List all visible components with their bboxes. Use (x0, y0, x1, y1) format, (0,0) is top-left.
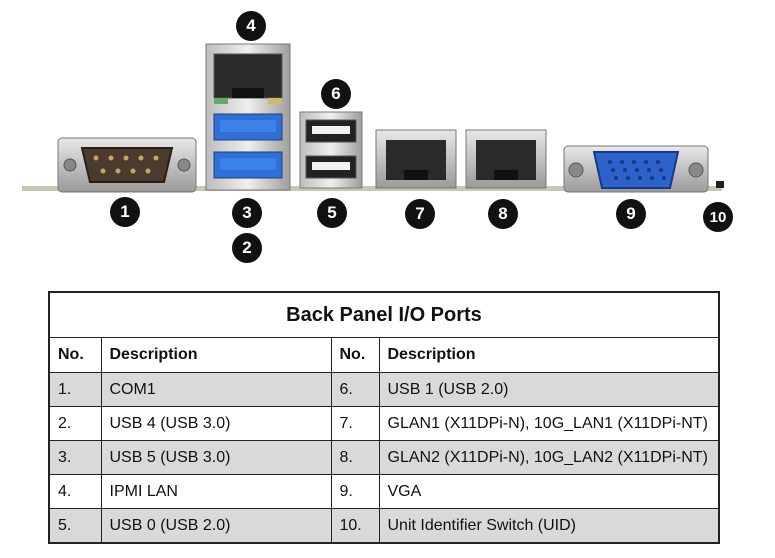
cell-description: USB 5 (USB 3.0) (100, 440, 332, 475)
callout-5: 5 (317, 198, 347, 228)
callout-2: 2 (232, 233, 262, 263)
ipmi-usb3-stack (205, 43, 291, 191)
cell-description: COM1 (100, 372, 332, 407)
cell-no: 2. (48, 406, 102, 441)
io-ports-table: Back Panel I/O Ports No. Description No.… (48, 291, 720, 544)
com1-port (57, 137, 197, 193)
cell-no: 1. (48, 372, 102, 407)
callout-1: 1 (110, 197, 140, 227)
callout-9: 9 (616, 199, 646, 229)
table-row: 2. USB 4 (USB 3.0) 7. GLAN1 (X11DPi-N), … (48, 406, 720, 441)
cell-no: 3. (48, 440, 102, 475)
vga-port (563, 145, 709, 193)
pcb-edge (22, 186, 722, 191)
cell-no: 10. (330, 508, 380, 544)
table-row: 1. COM1 6. USB 1 (USB 2.0) (48, 372, 720, 407)
table-row: 4. IPMI LAN 9. VGA (48, 474, 720, 509)
callout-8: 8 (488, 199, 518, 229)
cell-no: 9. (330, 474, 380, 509)
cell-description: IPMI LAN (100, 474, 332, 509)
cell-no: 8. (330, 440, 380, 475)
cell-description: GLAN1 (X11DPi-N), 10G_LAN1 (X11DPi-NT) (378, 406, 720, 441)
header-description-right: Description (378, 337, 720, 373)
uid-switch (716, 181, 724, 188)
header-no-left: No. (48, 337, 102, 373)
cell-description: Unit Identifier Switch (UID) (378, 508, 720, 544)
table-title: Back Panel I/O Ports (48, 291, 720, 338)
header-description-left: Description (100, 337, 332, 373)
cell-description: USB 0 (USB 2.0) (100, 508, 332, 544)
callout-10: 10 (703, 202, 733, 232)
cell-description: VGA (378, 474, 720, 509)
cell-description: USB 4 (USB 3.0) (100, 406, 332, 441)
header-no-right: No. (330, 337, 380, 373)
table-row: 5. USB 0 (USB 2.0) 10. Unit Identifier S… (48, 508, 720, 544)
usb2-stack (299, 111, 363, 189)
callout-3: 3 (232, 198, 262, 228)
cell-no: 7. (330, 406, 380, 441)
back-panel-illustration (22, 43, 724, 193)
callout-6: 6 (321, 79, 351, 109)
table-header-row: No. Description No. Description (48, 337, 720, 373)
cell-no: 6. (330, 372, 380, 407)
glan1-port (375, 129, 457, 189)
cell-description: GLAN2 (X11DPi-N), 10G_LAN2 (X11DPi-NT) (378, 440, 720, 475)
callout-4: 4 (236, 11, 266, 41)
glan2-port (465, 129, 547, 189)
cell-no: 5. (48, 508, 102, 544)
callout-7: 7 (405, 199, 435, 229)
cell-description: USB 1 (USB 2.0) (378, 372, 720, 407)
table-row: 3. USB 5 (USB 3.0) 8. GLAN2 (X11DPi-N), … (48, 440, 720, 475)
cell-no: 4. (48, 474, 102, 509)
